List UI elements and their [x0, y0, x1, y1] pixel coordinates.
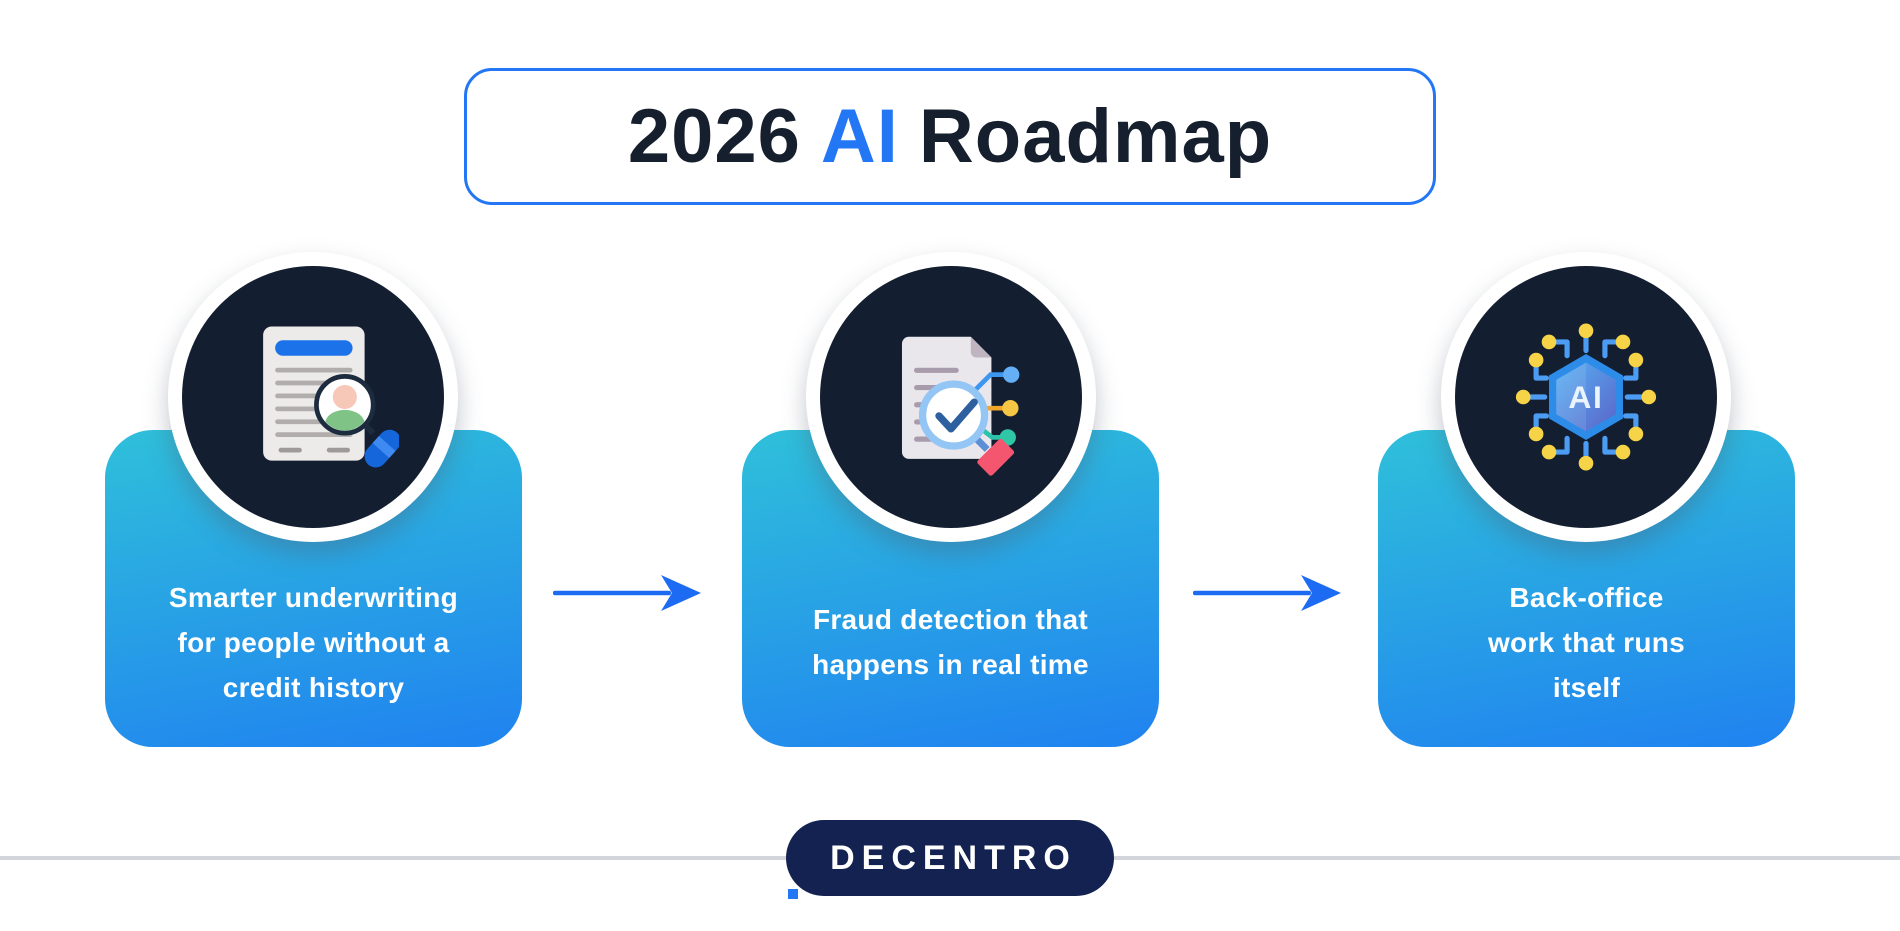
brand-logo-pill: DECENTRO [786, 820, 1114, 899]
arrow-right-icon [1193, 575, 1341, 611]
brand-logo-dot [788, 889, 798, 899]
icon-circle-background: AI [1455, 266, 1717, 528]
brand-logo-text: DECENTRO [830, 839, 1077, 877]
icon-circle: AI [1441, 252, 1731, 542]
icon-circle [806, 252, 1096, 542]
arrow-right-icon [553, 575, 701, 611]
title-box: 2026 AI Roadmap [464, 68, 1436, 205]
card-text: Fraud detection that happens in real tim… [812, 604, 1089, 680]
icon-circle [168, 252, 458, 542]
card-text: Smarter underwriting for people without … [168, 581, 459, 703]
page-title-prefix: 2026 [627, 94, 801, 179]
card-text: Back-office work that runs itself [1487, 581, 1686, 703]
page-title-highlight: AI [820, 94, 899, 179]
ai-chip-circuit-icon: AI [1515, 323, 1657, 471]
icon-circle-background [820, 266, 1082, 528]
document-person-magnifier-icon [263, 326, 399, 468]
document-check-network-icon [901, 336, 1020, 476]
icon-circle-background [182, 266, 444, 528]
page-title-suffix: Roadmap [918, 94, 1273, 179]
svg-text:AI: AI [1568, 379, 1603, 415]
